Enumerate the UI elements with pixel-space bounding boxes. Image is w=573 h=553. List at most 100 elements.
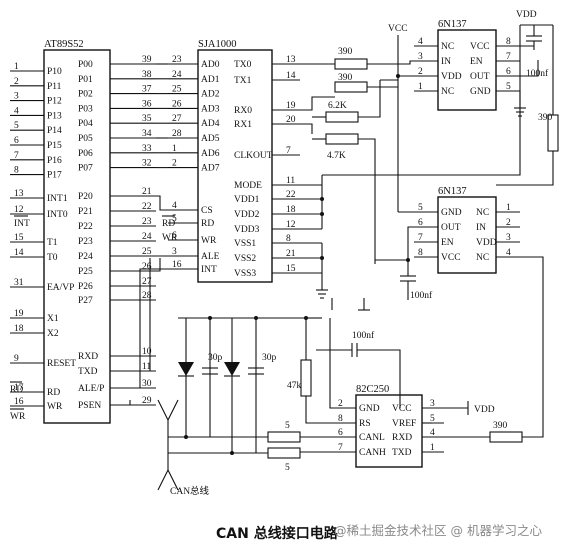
pin-number: 2 [418,67,423,77]
pin-number: 4 [430,428,435,438]
pin-label: VSS2 [234,254,256,264]
pin-number: 35 [142,114,152,124]
pin-label: TX0 [234,60,252,70]
pin-label: CANH [359,448,386,458]
pin-number: 6 [338,428,343,438]
pin-label: X1 [47,314,59,324]
pin-number: 15 [14,233,24,243]
pin-number: 16 [172,260,182,270]
pin-label: P02 [78,90,93,100]
pin-label: RX0 [234,106,252,116]
pin-label: VDD2 [234,210,260,220]
pin-label: P24 [78,252,93,262]
pin-label: NC [476,208,489,218]
pin-label: AD7 [201,164,220,174]
pin-label: TXD [78,367,98,377]
diode-2 [224,362,240,376]
vdd-top-label: VDD [516,10,537,20]
pin-number: 19 [286,101,296,111]
pin-number: 7 [506,52,511,62]
pin-label: IN [441,57,451,67]
mcu-wr-label: WR [10,412,26,422]
mcu-body [43,49,111,424]
pin-number: 2 [14,77,19,87]
c-mid-label: 100nf [410,290,433,301]
pin-label: AD3 [201,104,220,114]
pin-number: 1 [14,62,19,72]
pin-label: EA/VP [47,283,74,293]
pin-label: P27 [78,296,93,306]
pin-label: EN [470,57,483,67]
r-vdd-label: 390 [538,113,553,123]
r-canh-label: 5 [285,463,290,473]
pin-label: T0 [47,253,58,263]
pin-number: 14 [286,71,296,81]
pin-label: NC [441,42,454,52]
pin-number: 5 [430,414,435,424]
pin-number: 22 [286,190,296,200]
pin-number: 24 [172,70,182,80]
pin-number: 6 [418,218,423,228]
pin-label: AD6 [201,149,220,159]
pin-label: INT1 [47,194,68,204]
pin-label: VSS1 [234,239,256,249]
pin-label: MODE [234,181,262,191]
pin-number: 26 [172,99,182,109]
sja-name: SJA1000 [198,39,237,50]
pin-label: INT [201,265,217,275]
pin-number: 34 [142,129,152,139]
resistor-canl [267,431,301,443]
pin-number: 18 [286,205,296,215]
sja-wr-label: WR [162,233,178,243]
pin-number: 3 [172,247,177,257]
pin-label: CLKOUT [234,151,273,161]
pin-number: 15 [286,264,296,274]
pin-number: 12 [286,220,296,230]
pin-number: 13 [14,189,24,199]
pin-label: P10 [47,67,62,77]
pin-label: P14 [47,126,62,136]
pin-label: P11 [47,82,62,92]
pin-number: 16 [14,397,24,407]
pin-label: PSEN [78,401,101,411]
pin-label: NC [476,253,489,263]
resistor-canh [267,447,301,459]
pin-label: GND [441,208,462,218]
pin-number: 20 [286,115,296,125]
pin-number: 11 [142,362,151,372]
pin-number: 1 [430,443,435,453]
pin-label: P26 [78,282,93,292]
pin-number: 27 [142,277,152,287]
pin-label: CANL [359,433,385,443]
pin-number: 12 [14,205,24,215]
pin-label: P04 [78,119,93,129]
can-bus-label: CAN总线 [170,485,210,497]
pin-label: NC [441,87,454,97]
diagram-caption: CAN 总线接口电路 [216,525,339,542]
pin-number: 22 [142,202,152,212]
pin-label: TX1 [234,76,252,86]
c-top-label: 100nf [526,68,549,79]
pin-number: 3 [14,92,19,102]
resistor-tx [334,58,368,70]
transceiver-body [355,394,423,468]
pin-label: VDD3 [234,225,260,235]
pin-label: T1 [47,238,58,248]
pin-number: 8 [14,166,19,176]
pin-label: GND [359,404,380,414]
pin-number: 29 [142,396,152,406]
pin-label: GND [470,87,491,97]
pin-label: TXD [392,448,412,458]
pin-number: 14 [14,248,24,258]
pin-number: 5 [172,214,177,224]
pin-label: VCC [392,404,412,414]
pin-number: 6 [506,67,511,77]
pin-label: IN [476,223,486,233]
pin-number: 2 [338,399,343,409]
